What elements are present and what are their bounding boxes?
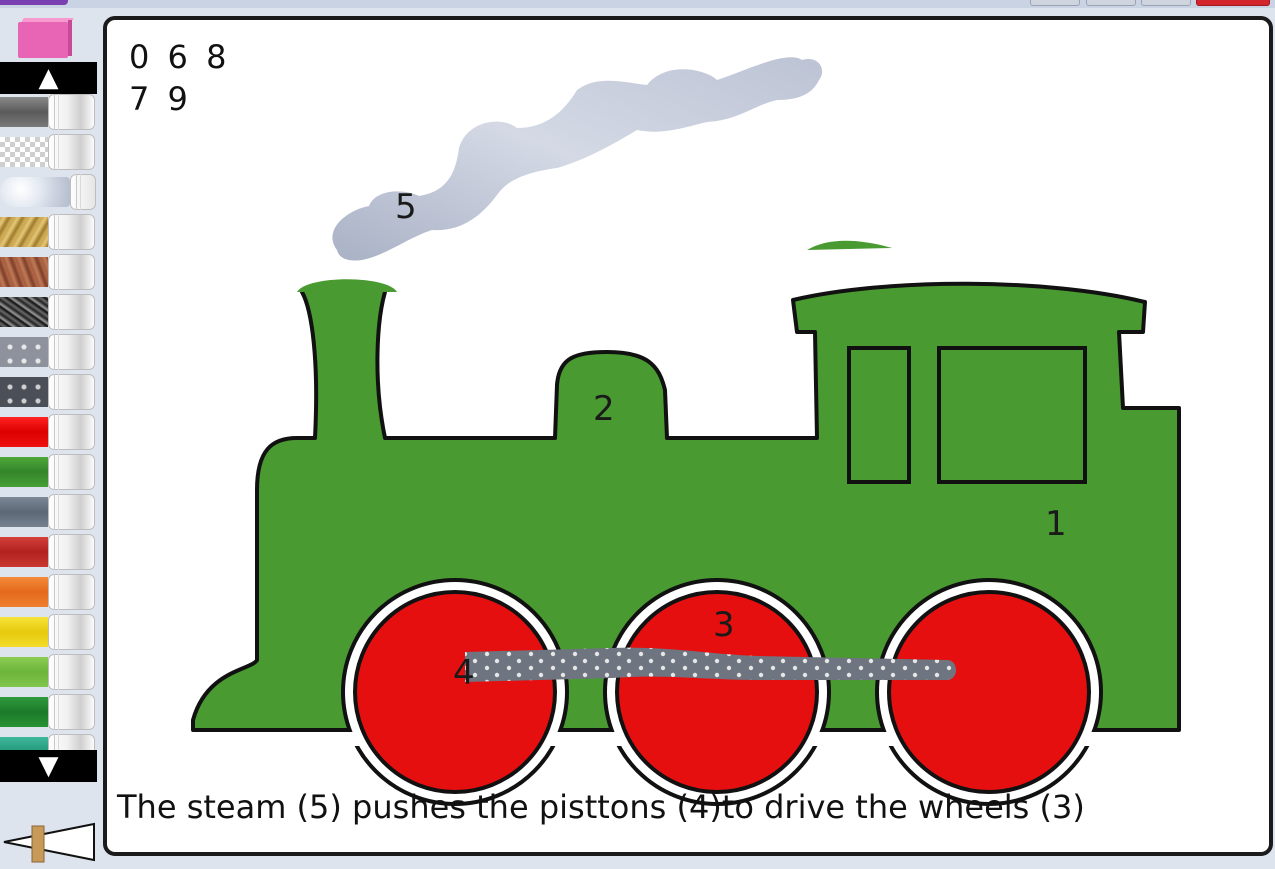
marker-cap [48, 494, 95, 530]
triangle-up-icon: ▲ [38, 63, 59, 93]
label-1: 1 [1045, 504, 1067, 544]
drawing-canvas[interactable]: 1 2 3 4 5 0 6 8 7 9 The steam (5) pushes… [103, 16, 1273, 856]
counter-line-2: 7 9 [129, 80, 192, 118]
marker-orange[interactable] [0, 574, 97, 610]
marker-yellow[interactable] [0, 614, 97, 650]
app-tab[interactable] [0, 0, 68, 5]
marker-cap [48, 574, 95, 610]
marker-red[interactable] [0, 414, 97, 450]
marker-body [0, 377, 48, 407]
marker-body [0, 297, 48, 327]
wheel-3[interactable] [887, 590, 1091, 794]
marker-body [0, 137, 48, 167]
marker-body [0, 697, 48, 727]
marker-body [0, 417, 48, 447]
marker-cap [48, 454, 95, 490]
counter-line-1: 0 6 8 [129, 38, 231, 76]
marker-body [0, 97, 48, 127]
eraser-tool[interactable] [18, 18, 74, 58]
marker-body [0, 177, 70, 207]
train-drawing: 1 2 3 4 5 [191, 57, 1181, 806]
marker-body [0, 457, 48, 487]
marker-body [0, 617, 48, 647]
caption-text: The steam (5) pushes the pisttons (4)to … [117, 788, 1085, 826]
window-button-3[interactable] [1141, 0, 1191, 6]
chimney-top [297, 279, 397, 292]
marker-body [0, 257, 48, 287]
marker-cap [48, 534, 95, 570]
label-3: 3 [713, 605, 735, 645]
number-counter: 0 6 8 7 9 [129, 36, 230, 120]
triangle-down-icon: ▼ [38, 751, 59, 781]
marker-body [0, 657, 48, 687]
marker-cap [48, 734, 95, 750]
wheel-1[interactable] [353, 590, 557, 794]
brush-size-tool[interactable] [0, 820, 100, 865]
piston-rod[interactable] [465, 647, 956, 682]
marker-body [0, 537, 48, 567]
palette-scroll-up-button[interactable]: ▲ [0, 62, 97, 94]
marker-riveted-dark-steel-texture[interactable] [0, 374, 97, 410]
marker-body [0, 497, 48, 527]
eraser-front-face [18, 22, 68, 58]
marker-cap [48, 94, 95, 130]
marker-body [0, 337, 48, 367]
marker-body [0, 577, 48, 607]
marker-cap [48, 294, 95, 330]
marker-dark-rock-texture[interactable] [0, 294, 97, 330]
window-button-1[interactable] [1030, 0, 1080, 6]
window-button-2[interactable] [1086, 0, 1136, 6]
marker-riveted-steel-texture[interactable] [0, 334, 97, 370]
marker-list [0, 94, 97, 750]
marker-light-green[interactable] [0, 654, 97, 690]
marker-transparent-checker[interactable] [0, 134, 97, 170]
cab-window-large[interactable] [937, 346, 1087, 484]
wheel-2[interactable] [615, 590, 819, 794]
cab-window-small[interactable] [847, 346, 911, 484]
brush-size-wedge-icon [3, 822, 95, 863]
tool-palette: ▲ [0, 8, 100, 863]
marker-crimson[interactable] [0, 534, 97, 570]
marker-cap [48, 694, 95, 730]
marker-gray[interactable] [0, 94, 97, 130]
marker-cloud-texture[interactable] [0, 174, 97, 210]
marker-teal[interactable] [0, 734, 97, 750]
marker-cap [48, 334, 95, 370]
marker-cap [48, 374, 95, 410]
marker-slate-gray[interactable] [0, 494, 97, 530]
marker-cap [48, 214, 95, 250]
marker-gold-texture[interactable] [0, 214, 97, 250]
close-window-button[interactable] [1196, 0, 1270, 6]
eraser-side-face [68, 20, 72, 56]
title-bar [0, 0, 1275, 8]
label-2: 2 [593, 389, 615, 429]
marker-green[interactable] [0, 454, 97, 490]
marker-body [0, 737, 48, 750]
marker-cap [48, 614, 95, 650]
label-5: 5 [395, 187, 417, 227]
grass-patch [807, 240, 892, 250]
palette-scroll-down-button[interactable]: ▼ [0, 750, 97, 782]
steam-cloud[interactable] [332, 57, 823, 261]
marker-cap [48, 654, 95, 690]
marker-cap [48, 254, 95, 290]
label-4: 4 [453, 653, 475, 693]
marker-cap [48, 134, 95, 170]
marker-cap [70, 174, 96, 210]
marker-cap [48, 414, 95, 450]
marker-copper-texture[interactable] [0, 254, 97, 290]
marker-body [0, 217, 48, 247]
marker-dark-green[interactable] [0, 694, 97, 730]
